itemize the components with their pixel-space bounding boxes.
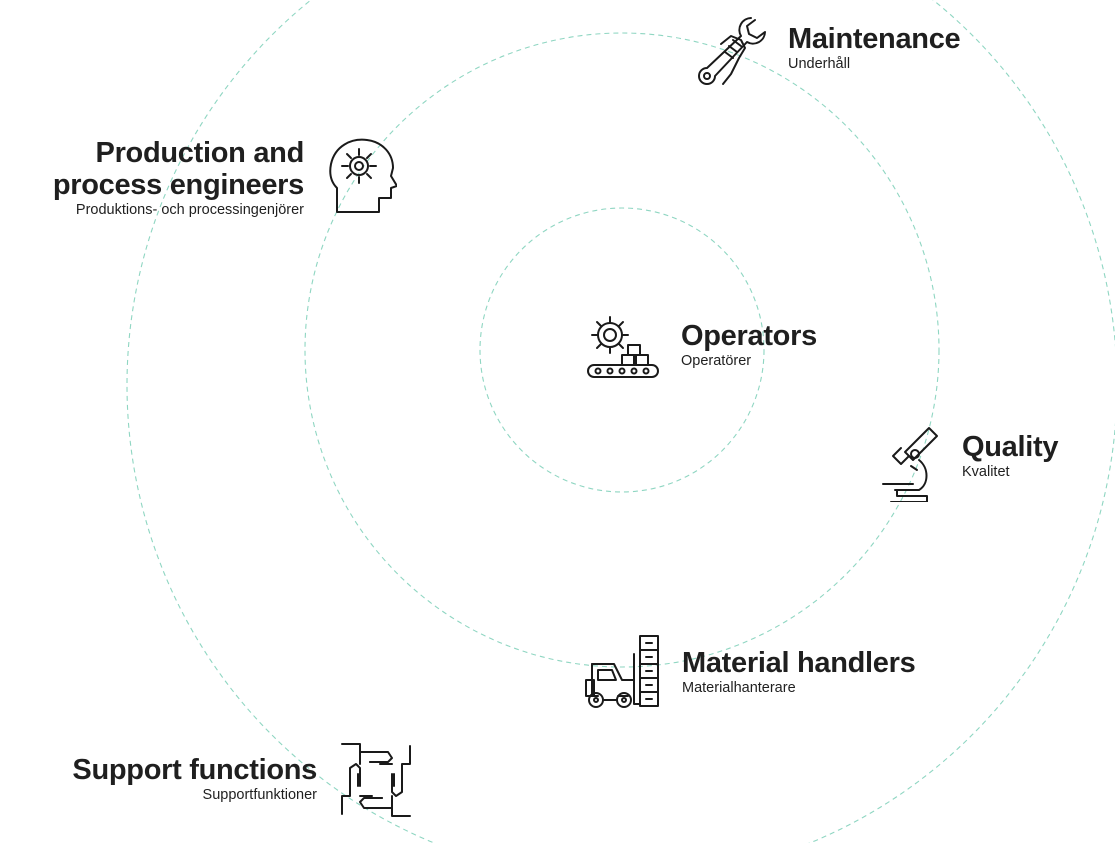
head-gear-icon — [329, 136, 397, 214]
inner-ring — [479, 207, 765, 493]
role-material-handlers: Material handlers Materialhanterare — [682, 647, 916, 697]
middle-ring — [304, 32, 940, 668]
outer-ring — [126, 0, 1115, 843]
quality-subtitle: Kvalitet — [962, 464, 1010, 480]
operators-title: Operators — [681, 320, 817, 352]
maintenance-title: Maintenance — [788, 23, 961, 55]
gear-conveyor-icon — [584, 313, 660, 379]
production-subtitle: Produktions- och processingenjörer — [75, 202, 304, 218]
material-title: Material handlers — [682, 647, 916, 679]
support-title: Support functions — [72, 754, 317, 786]
role-maintenance: Maintenance Underhåll — [788, 23, 961, 73]
role-operators: Operators Operatörer — [681, 320, 817, 370]
role-production-engineers: Production and process engineers Produkt… — [53, 137, 304, 219]
microscope-icon — [881, 426, 941, 502]
production-title-line-1: Production and — [95, 137, 305, 169]
material-subtitle: Materialhanterare — [682, 680, 796, 696]
maintenance-subtitle: Underhåll — [788, 56, 851, 72]
wrench-hand-icon — [693, 14, 769, 86]
support-subtitle: Supportfunktioner — [202, 787, 317, 803]
production-title-line-2: process engineers — [52, 169, 304, 201]
joined-hands-icon — [336, 740, 416, 820]
role-quality: Quality Kvalitet — [962, 431, 1059, 481]
operators-subtitle: Operatörer — [681, 353, 752, 369]
forklift-icon — [584, 634, 664, 710]
role-support-functions: Support functions Supportfunktioner — [72, 754, 317, 804]
quality-title: Quality — [962, 431, 1059, 463]
